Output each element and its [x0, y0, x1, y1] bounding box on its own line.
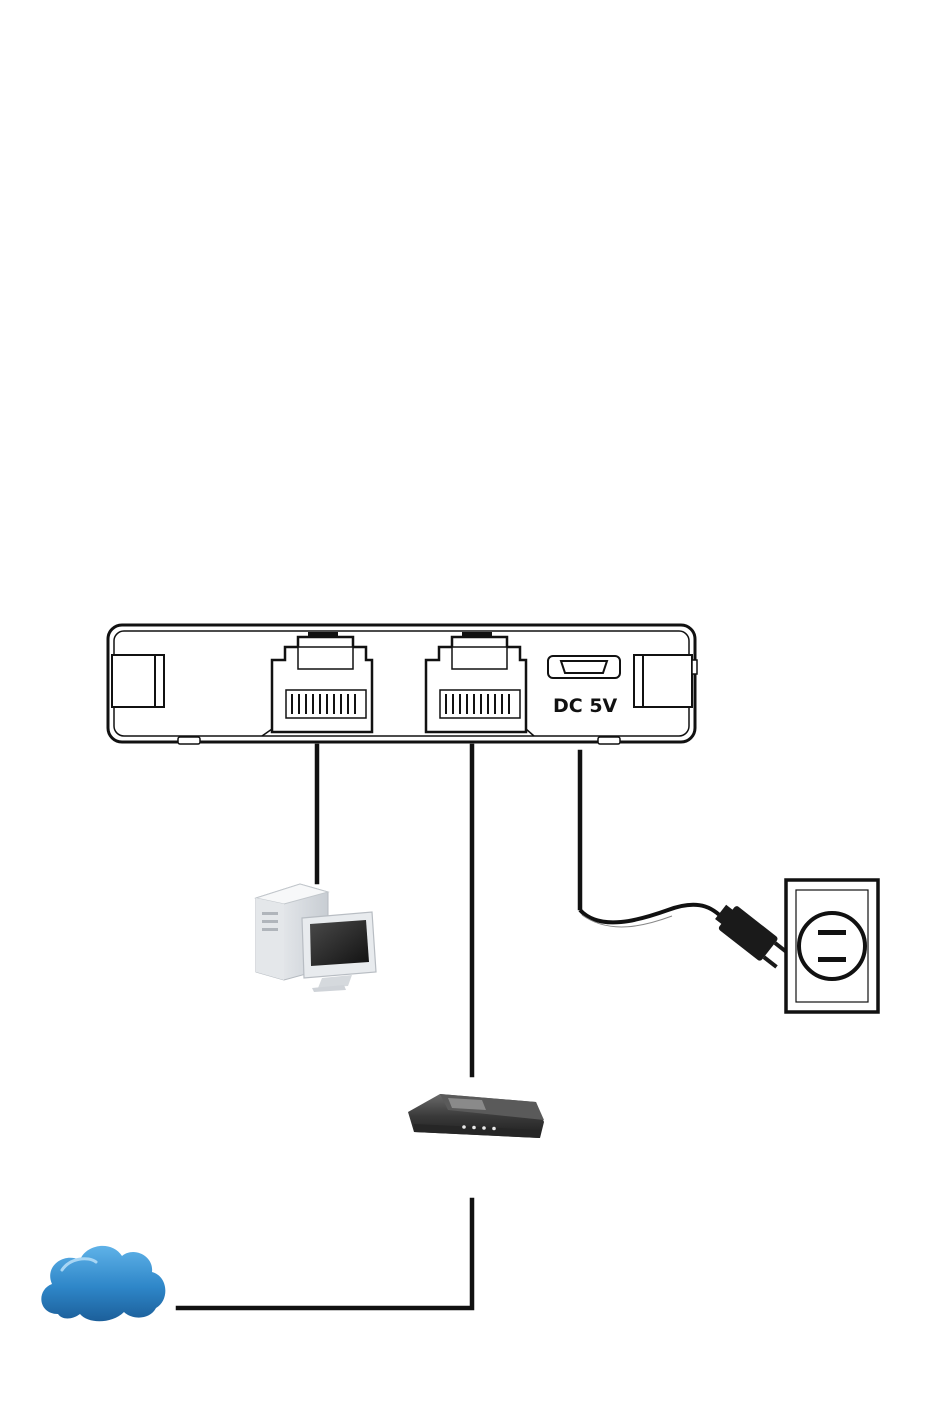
device-rear-panel: DC 5V [108, 625, 697, 744]
left-side-tab [112, 655, 164, 707]
power-cord [580, 900, 791, 972]
wall-outlet-icon [786, 880, 878, 1012]
wan-port [426, 632, 526, 732]
desktop-computer-icon [256, 884, 376, 992]
device-foot [178, 737, 200, 744]
plug-icon [711, 900, 791, 972]
cloud-icon [41, 1246, 165, 1321]
power-port-label: DC 5V [553, 695, 618, 717]
router-icon [408, 1094, 544, 1138]
right-side-tab [634, 655, 697, 707]
router-to-internet-cable [178, 1200, 472, 1308]
device-foot [598, 737, 620, 744]
dc-power-port [548, 656, 620, 678]
connection-lines [178, 746, 580, 1308]
lan-port [272, 632, 372, 732]
